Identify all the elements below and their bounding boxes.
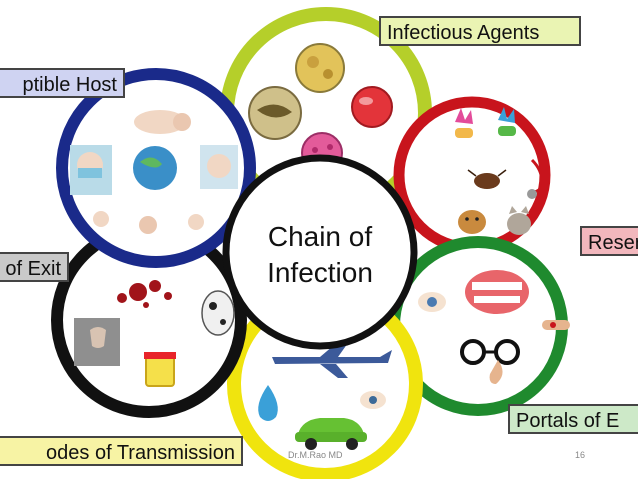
family-icon xyxy=(93,211,204,234)
globe-hands-icon xyxy=(133,146,177,190)
label-modes-of-transmission-text: odes of Transmission xyxy=(46,442,235,464)
car-icon xyxy=(295,418,367,450)
baby-icon xyxy=(134,110,191,134)
reservoir-circle xyxy=(393,96,551,254)
label-portal-of-exit-text: of Exit xyxy=(5,258,61,280)
sneezing-nose-icon xyxy=(74,318,120,366)
label-susceptible-host: ptible Host xyxy=(0,68,125,98)
petri-dish-red-icon xyxy=(351,86,393,128)
susceptible-host-circle xyxy=(56,68,256,268)
urine-sample-icon xyxy=(144,352,176,387)
label-reservoir-text: Reser xyxy=(588,232,638,254)
cut-finger-icon xyxy=(542,320,570,330)
cow-icon xyxy=(201,290,235,336)
cockroach-icon xyxy=(467,169,507,189)
eye-drops-icon xyxy=(360,391,386,409)
cat-icon xyxy=(507,206,531,235)
eye-icon xyxy=(418,292,446,312)
label-portals-of-entry: Portals of E xyxy=(508,404,638,434)
stethoscope-icon xyxy=(527,158,544,199)
surgeon-icon xyxy=(70,145,112,195)
elderly-man-icon xyxy=(200,145,238,189)
label-infectious-agents-text: Infectious Agents xyxy=(387,22,540,44)
label-reservoir: Reser xyxy=(580,226,638,256)
center-circle: Chain of Infection xyxy=(222,154,418,350)
center-title-line-2: Infection xyxy=(267,257,373,288)
glasses-nose-icon xyxy=(460,339,520,384)
center-title-line-1: Chain of xyxy=(268,221,373,252)
footer-author: Dr.M.Rao MD xyxy=(288,450,343,460)
label-portals-of-entry-text: Portals of E xyxy=(516,410,620,432)
blood-splatter-icon xyxy=(117,280,172,308)
label-portal-of-exit: of Exit xyxy=(0,252,69,282)
painted-hands-icon xyxy=(455,107,516,138)
label-infectious-agents: Infectious Agents xyxy=(379,16,581,46)
water-drop-icon xyxy=(258,385,278,421)
label-susceptible-host-text: ptible Host xyxy=(22,74,118,96)
page-number: 16 xyxy=(575,450,586,460)
petri-dish-brown-icon xyxy=(248,86,302,140)
dog-icon xyxy=(458,210,486,234)
label-modes-of-transmission: odes of Transmission xyxy=(0,436,243,466)
petri-dish-yellow-icon xyxy=(295,43,345,93)
teeth-mouth-icon xyxy=(465,270,529,314)
